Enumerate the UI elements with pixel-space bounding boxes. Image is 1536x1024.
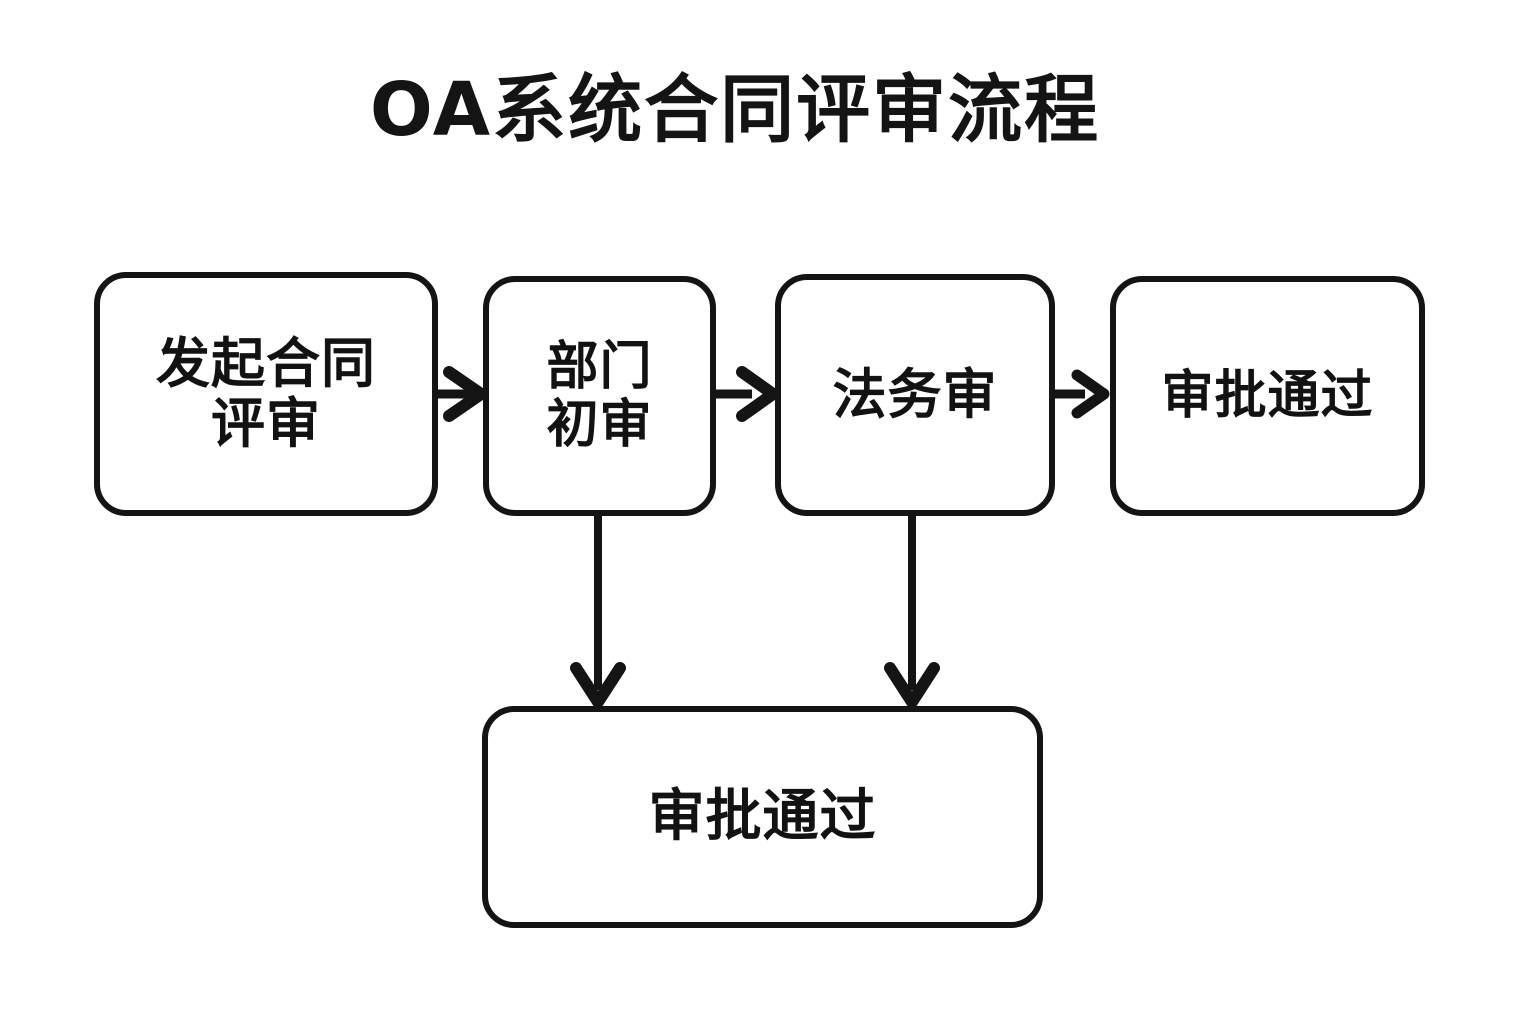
node-legal-review[interactable]: 法务审 <box>775 274 1055 516</box>
edge-dept-to-legal <box>716 366 779 422</box>
node-label-legal: 法务审 <box>832 362 998 426</box>
node-label-start: 发起合同 评审 <box>156 331 376 455</box>
node-department-first-review[interactable]: 部门 初审 <box>483 276 716 516</box>
node-approval-passed-final[interactable]: 审批通过 <box>482 706 1043 928</box>
edge-dept-to-final <box>570 516 626 708</box>
edge-legal-to-approve <box>1055 369 1110 419</box>
node-approval-passed-top[interactable]: 审批通过 <box>1110 276 1425 516</box>
edge-start-to-dept <box>438 366 487 422</box>
node-label-dept: 部门 初审 <box>546 336 653 455</box>
node-label-approve: 审批通过 <box>1161 365 1374 426</box>
edge-legal-to-final <box>884 516 940 708</box>
node-initiate-contract-review[interactable]: 发起合同 评审 <box>94 272 438 516</box>
page-title: OA系统合同评审流程 <box>369 67 1101 153</box>
node-label-final: 审批通过 <box>648 783 877 849</box>
